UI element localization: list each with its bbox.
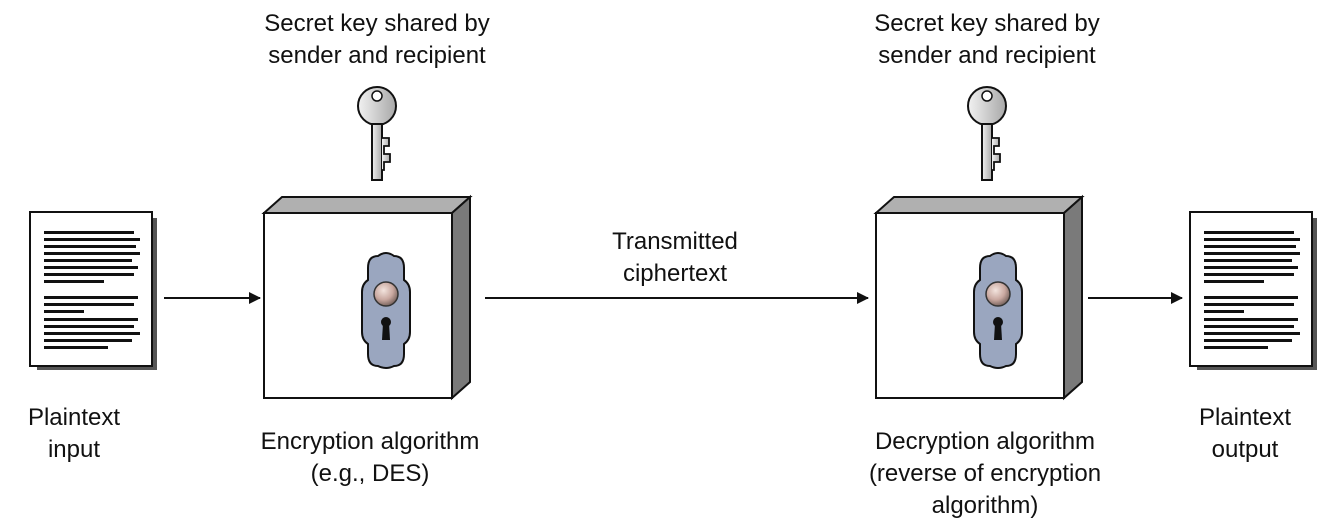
decryption-box — [873, 194, 1085, 401]
plaintext-output-label: Plaintext output — [1198, 404, 1292, 463]
document-text-lines — [44, 231, 140, 349]
secret-key-label-right: Secret key shared by sender and recipien… — [874, 10, 1100, 69]
key-icon — [967, 86, 1007, 181]
keyhole-lock-icon — [361, 252, 411, 369]
decryption-algorithm-label: Decryption algorithm (reverse of encrypt… — [868, 428, 1102, 519]
encryption-algorithm-label: Encryption algorithm (e.g., DES) — [260, 428, 480, 487]
transmitted-ciphertext-label: Transmitted ciphertext — [612, 228, 738, 287]
plaintext-input-label: Plaintext input — [27, 404, 121, 463]
plaintext-input-document — [29, 211, 157, 370]
key-icon — [357, 86, 397, 181]
plaintext-output-document — [1189, 211, 1317, 370]
keyhole-lock-icon — [973, 252, 1023, 369]
secret-key-label-left: Secret key shared by sender and recipien… — [264, 10, 490, 69]
encryption-box — [261, 194, 473, 401]
document-text-lines — [1204, 231, 1300, 349]
